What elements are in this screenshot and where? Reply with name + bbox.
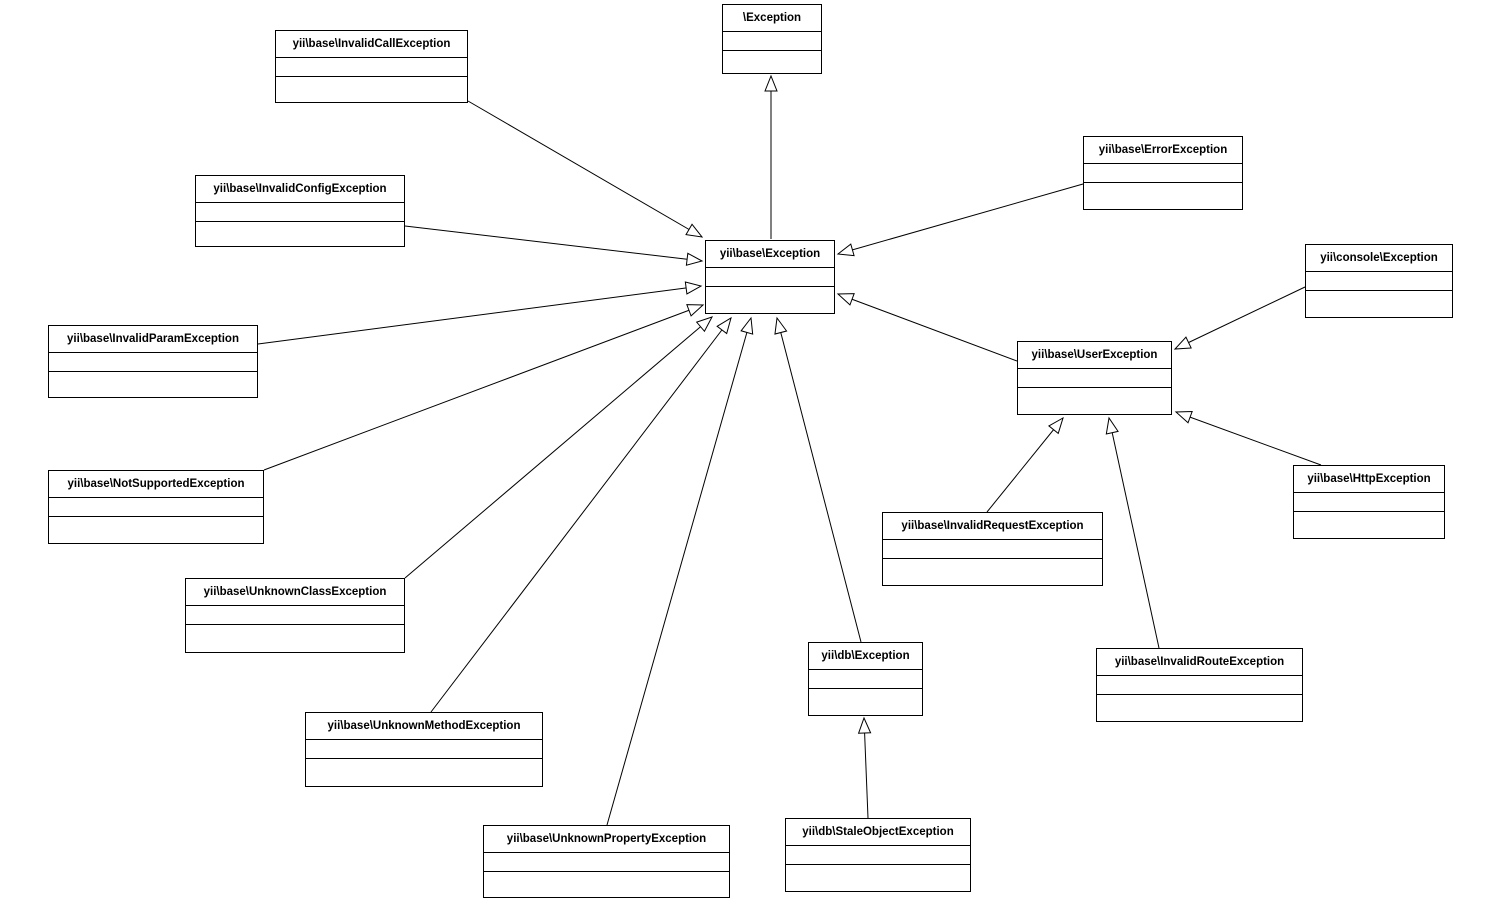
attributes-compartment bbox=[1097, 676, 1302, 695]
edge-unknown-class-to-base bbox=[404, 316, 714, 579]
class-box-error-exception: yii\base\ErrorException bbox=[1083, 136, 1243, 210]
class-box-db-exception: yii\db\Exception bbox=[808, 642, 923, 716]
operations-compartment bbox=[49, 372, 257, 397]
class-box-user-exception: yii\base\UserException bbox=[1017, 341, 1172, 415]
class-box-console-exception: yii\console\Exception bbox=[1305, 244, 1453, 318]
edge-db-to-base bbox=[774, 316, 862, 643]
edge-invalid-route-to-user bbox=[1105, 416, 1160, 649]
class-box-unknown-method-exception: yii\base\UnknownMethodException bbox=[305, 712, 543, 787]
class-box-exception-root: \Exception bbox=[722, 4, 822, 74]
attributes-compartment bbox=[306, 740, 542, 759]
class-box-unknown-property-exception: yii\base\UnknownPropertyException bbox=[483, 825, 730, 898]
operations-compartment bbox=[276, 77, 467, 102]
class-name: yii\base\NotSupportedException bbox=[49, 471, 263, 498]
class-name: yii\base\UnknownMethodException bbox=[306, 713, 542, 740]
attributes-compartment bbox=[883, 540, 1102, 559]
attributes-compartment bbox=[49, 353, 257, 372]
edge-invalid-param-to-base bbox=[257, 281, 703, 345]
class-name: yii\base\HttpException bbox=[1294, 466, 1444, 493]
operations-compartment bbox=[1084, 183, 1242, 209]
operations-compartment bbox=[723, 51, 821, 73]
class-box-invalid-route-exception: yii\base\InvalidRouteException bbox=[1096, 648, 1303, 722]
edge-unknown-property-to-base bbox=[606, 316, 754, 826]
class-name: yii\base\ErrorException bbox=[1084, 137, 1242, 164]
class-name: yii\db\StaleObjectException bbox=[786, 819, 970, 846]
operations-compartment bbox=[484, 872, 729, 897]
edge-unknown-method-to-base bbox=[430, 316, 732, 713]
operations-compartment bbox=[1306, 291, 1452, 317]
class-name: yii\console\Exception bbox=[1306, 245, 1452, 272]
operations-compartment bbox=[883, 559, 1102, 585]
operations-compartment bbox=[1294, 512, 1444, 538]
edge-stale-to-db bbox=[857, 716, 872, 819]
edge-http-to-user bbox=[1174, 410, 1322, 466]
attributes-compartment bbox=[1306, 272, 1452, 291]
edge-console-to-user bbox=[1173, 286, 1306, 350]
class-box-yii-base-exception: yii\base\Exception bbox=[705, 240, 835, 314]
class-box-not-supported-exception: yii\base\NotSupportedException bbox=[48, 470, 264, 544]
class-name: yii\base\InvalidConfigException bbox=[196, 176, 404, 203]
class-box-http-exception: yii\base\HttpException bbox=[1293, 465, 1445, 539]
attributes-compartment bbox=[186, 606, 404, 625]
attributes-compartment bbox=[786, 846, 970, 865]
attributes-compartment bbox=[196, 203, 404, 222]
operations-compartment bbox=[186, 625, 404, 652]
operations-compartment bbox=[786, 865, 970, 891]
operations-compartment bbox=[1097, 695, 1302, 721]
edge-invalid-call-to-base bbox=[467, 100, 704, 238]
class-name: yii\db\Exception bbox=[809, 643, 922, 670]
attributes-compartment bbox=[276, 58, 467, 77]
class-name: yii\base\InvalidRouteException bbox=[1097, 649, 1302, 676]
attributes-compartment bbox=[484, 853, 729, 872]
class-box-invalid-config-exception: yii\base\InvalidConfigException bbox=[195, 175, 405, 247]
class-name: yii\base\UserException bbox=[1018, 342, 1171, 369]
attributes-compartment bbox=[1084, 164, 1242, 183]
operations-compartment bbox=[196, 222, 404, 246]
operations-compartment bbox=[706, 287, 834, 313]
class-name: yii\base\InvalidParamException bbox=[49, 326, 257, 353]
edge-user-to-base bbox=[836, 293, 1018, 362]
edge-invalid-config-to-base bbox=[404, 225, 704, 266]
class-name: yii\base\UnknownClassException bbox=[186, 579, 404, 606]
attributes-compartment bbox=[809, 670, 922, 689]
attributes-compartment bbox=[1294, 493, 1444, 512]
edge-error-to-base bbox=[836, 183, 1084, 257]
class-box-invalid-param-exception: yii\base\InvalidParamException bbox=[48, 325, 258, 398]
class-box-invalid-call-exception: yii\base\InvalidCallException bbox=[275, 30, 468, 103]
attributes-compartment bbox=[706, 268, 834, 287]
class-name: yii\base\InvalidRequestException bbox=[883, 513, 1102, 540]
class-name: yii\base\UnknownPropertyException bbox=[484, 826, 729, 853]
class-box-unknown-class-exception: yii\base\UnknownClassException bbox=[185, 578, 405, 653]
operations-compartment bbox=[1018, 388, 1171, 414]
attributes-compartment bbox=[49, 498, 263, 517]
class-name: \Exception bbox=[723, 5, 821, 32]
edge-invalid-request-to-user bbox=[986, 416, 1064, 513]
operations-compartment bbox=[306, 759, 542, 786]
attributes-compartment bbox=[1018, 369, 1171, 388]
class-name: yii\base\Exception bbox=[706, 241, 834, 268]
operations-compartment bbox=[49, 517, 263, 543]
edge-not-supported-to-base bbox=[263, 304, 705, 471]
class-name: yii\base\InvalidCallException bbox=[276, 31, 467, 58]
attributes-compartment bbox=[723, 32, 821, 51]
class-box-stale-object-exception: yii\db\StaleObjectException bbox=[785, 818, 971, 892]
class-box-invalid-request-exception: yii\base\InvalidRequestException bbox=[882, 512, 1103, 586]
operations-compartment bbox=[809, 689, 922, 715]
